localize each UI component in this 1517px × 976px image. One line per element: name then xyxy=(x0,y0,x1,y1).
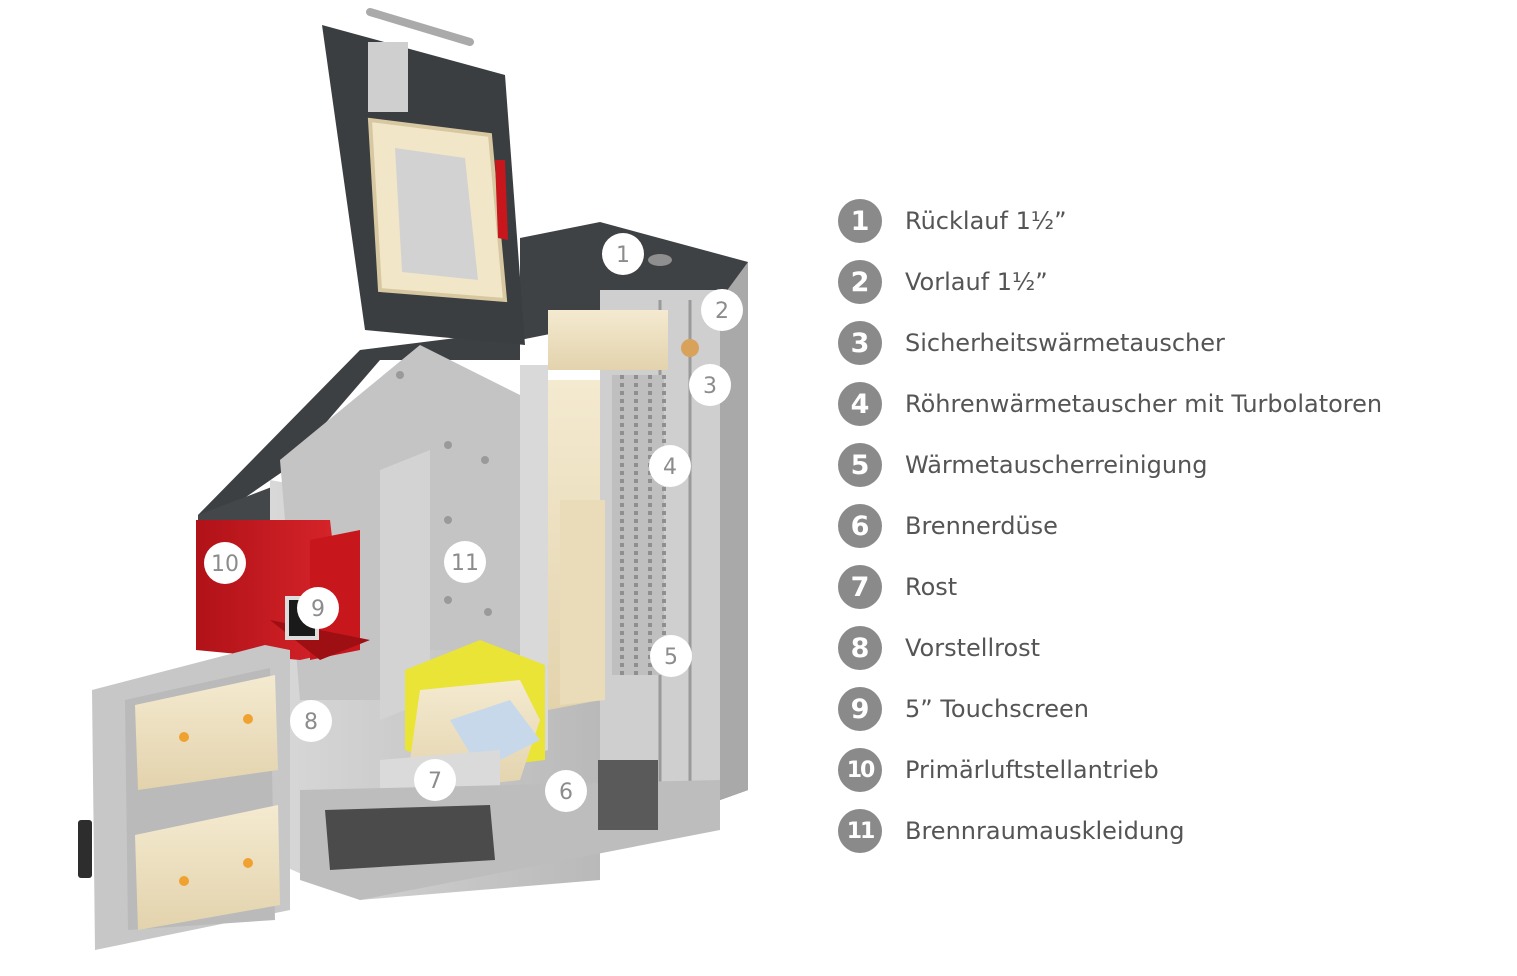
callout-1: 1 xyxy=(602,233,644,275)
legend-item: 9 5” Touchscreen xyxy=(838,687,1498,731)
svg-text:7: 7 xyxy=(428,769,442,794)
callout-10: 10 xyxy=(204,542,246,584)
legend-number-badge: 8 xyxy=(838,626,882,670)
legend-item: 5 Wärmetauscherreinigung xyxy=(838,443,1498,487)
legend-label: Primärluftstellantrieb xyxy=(905,756,1159,784)
legend-number-badge: 3 xyxy=(838,321,882,365)
legend-label: Brennraumauskleidung xyxy=(905,817,1185,845)
legend-item: 4 Röhrenwärmetauscher mit Turbolatoren xyxy=(838,382,1498,426)
legend-number-badge: 7 xyxy=(838,565,882,609)
legend-number-badge: 9 xyxy=(838,687,882,731)
svg-text:5: 5 xyxy=(664,645,678,670)
legend-label: Vorstellrost xyxy=(905,634,1041,662)
legend-label: Rücklauf 1½” xyxy=(905,207,1067,235)
legend-item: 10 Primärluftstellantrieb xyxy=(838,748,1498,792)
callout-7: 7 xyxy=(414,759,456,801)
svg-text:10: 10 xyxy=(211,552,239,577)
callout-11: 11 xyxy=(444,541,486,583)
legend-number-badge: 4 xyxy=(838,382,882,426)
svg-text:9: 9 xyxy=(311,597,325,622)
svg-text:11: 11 xyxy=(451,551,479,576)
legend-label: Rost xyxy=(905,573,958,601)
legend-label: Sicherheitswärmetauscher xyxy=(905,329,1225,357)
boiler-cutaway-illustration: 1 2 3 4 5 6 7 8 xyxy=(78,8,748,950)
callout-3: 3 xyxy=(689,364,731,406)
callout-markers: 1 2 3 4 5 6 7 8 xyxy=(204,233,743,812)
legend-number-badge: 2 xyxy=(838,260,882,304)
callout-6: 6 xyxy=(545,770,587,812)
legend-item: 6 Brennerdüse xyxy=(838,504,1498,548)
callout-5: 5 xyxy=(650,635,692,677)
svg-text:6: 6 xyxy=(559,780,573,805)
control-panel xyxy=(196,520,370,660)
legend-item: 3 Sicherheitswärmetauscher xyxy=(838,321,1498,365)
legend-label: Wärmetauscherreinigung xyxy=(905,451,1208,479)
boiler-lid xyxy=(322,8,525,345)
callout-8: 8 xyxy=(290,700,332,742)
svg-text:3: 3 xyxy=(703,374,717,399)
legend-number-badge: 5 xyxy=(838,443,882,487)
legend-item: 8 Vorstellrost xyxy=(838,626,1498,670)
legend-item: 11 Brennraumauskleidung xyxy=(838,809,1498,853)
svg-text:4: 4 xyxy=(663,455,677,480)
legend-label: 5” Touchscreen xyxy=(905,695,1089,723)
legend-label: Brennerdüse xyxy=(905,512,1058,540)
legend-item: 1 Rücklauf 1½” xyxy=(838,199,1498,243)
legend-label: Vorlauf 1½” xyxy=(905,268,1048,296)
ash-box xyxy=(300,760,720,900)
legend-number-badge: 11 xyxy=(838,809,882,853)
svg-text:1: 1 xyxy=(616,243,630,268)
legend-number-badge: 10 xyxy=(838,748,882,792)
callout-9: 9 xyxy=(297,587,339,629)
callout-4: 4 xyxy=(649,445,691,487)
component-legend: 1 Rücklauf 1½” 2 Vorlauf 1½” 3 Sicherhei… xyxy=(838,199,1498,870)
legend-number-badge: 6 xyxy=(838,504,882,548)
svg-text:2: 2 xyxy=(715,299,729,324)
legend-item: 2 Vorlauf 1½” xyxy=(838,260,1498,304)
svg-text:8: 8 xyxy=(304,710,318,735)
front-door xyxy=(78,645,290,950)
legend-number-badge: 1 xyxy=(838,199,882,243)
legend-item: 7 Rost xyxy=(838,565,1498,609)
callout-2: 2 xyxy=(701,289,743,331)
legend-label: Röhrenwärmetauscher mit Turbolatoren xyxy=(905,390,1383,418)
